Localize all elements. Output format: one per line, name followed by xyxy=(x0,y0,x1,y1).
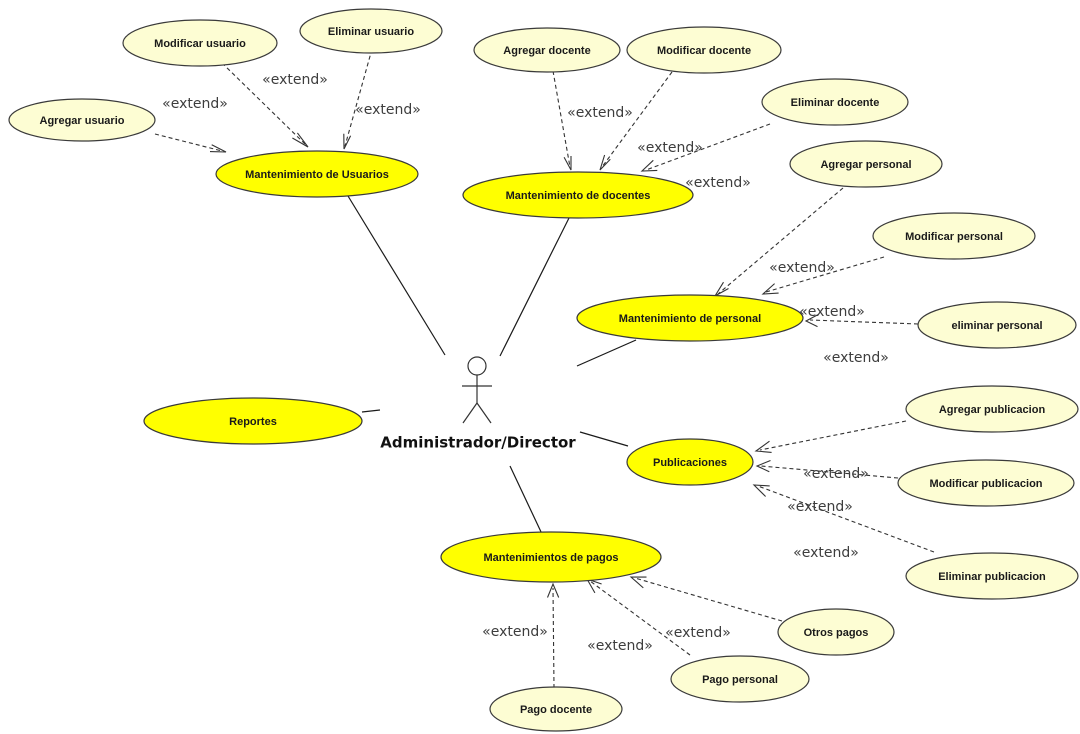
use-case-reportes[interactable]: Reportes xyxy=(143,397,363,445)
use-case-mantenimiento-personal[interactable]: Mantenimiento de personal xyxy=(576,294,804,342)
dependency-agregar-docente xyxy=(552,70,572,171)
use-case-eliminar-publicacion[interactable]: Eliminar publicacion xyxy=(905,552,1079,600)
use-case-label: Mantenimiento de Usuarios xyxy=(245,169,389,181)
use-case-label: Eliminar docente xyxy=(791,97,880,109)
use-case-label: Eliminar usuario xyxy=(328,26,414,38)
use-case-agregar-personal[interactable]: Agregar personal xyxy=(789,140,943,188)
use-case-label: Mantenimiento de personal xyxy=(619,313,761,325)
actor-stick-figure-icon[interactable] xyxy=(462,356,492,424)
use-case-mantenimiento-docentes[interactable]: Mantenimiento de docentes xyxy=(462,171,694,219)
use-case-modificar-docente[interactable]: Modificar docente xyxy=(626,26,782,74)
extend-label: «extend» xyxy=(637,140,703,156)
dependency-otros-pagos xyxy=(629,576,783,622)
use-case-modificar-personal[interactable]: Modificar personal xyxy=(872,212,1036,260)
use-case-label: Pago docente xyxy=(520,704,592,716)
use-case-agregar-docente[interactable]: Agregar docente xyxy=(473,27,621,73)
extend-label: «extend» xyxy=(482,624,548,640)
extend-label: «extend» xyxy=(769,260,835,276)
extend-label: «extend» xyxy=(567,105,633,121)
use-case-label: Modificar publicacion xyxy=(929,478,1042,490)
use-case-label: Agregar publicacion xyxy=(939,404,1046,416)
use-case-label: Eliminar publicacion xyxy=(938,571,1046,583)
use-case-label: Mantenimiento de docentes xyxy=(506,190,651,202)
extend-label: «extend» xyxy=(799,304,865,320)
use-case-eliminar-docente[interactable]: Eliminar docente xyxy=(761,78,909,126)
extend-label: «extend» xyxy=(787,499,853,515)
association-publicaciones xyxy=(579,431,629,447)
extend-label: «extend» xyxy=(587,638,653,654)
use-case-label: Mantenimientos de pagos xyxy=(483,552,618,564)
extend-label: «extend» xyxy=(803,466,869,482)
extend-label: «extend» xyxy=(355,102,421,118)
use-case-publicaciones[interactable]: Publicaciones xyxy=(626,438,754,486)
use-case-mantenimiento-usuarios[interactable]: Mantenimiento de Usuarios xyxy=(215,150,419,198)
use-case-pago-personal[interactable]: Pago personal xyxy=(670,655,810,703)
dependency-eliminar-personal xyxy=(804,314,919,328)
association-usuarios xyxy=(347,195,446,356)
actor-label: Administrador/Director xyxy=(380,434,576,452)
use-case-eliminar-usuario[interactable]: Eliminar usuario xyxy=(299,8,443,54)
use-case-label: Reportes xyxy=(229,416,277,428)
dependency-pago-docente xyxy=(546,582,560,689)
use-case-modificar-publicacion[interactable]: Modificar publicacion xyxy=(897,459,1075,507)
use-case-otros-pagos[interactable]: Otros pagos xyxy=(777,608,895,656)
use-case-label: Modificar docente xyxy=(657,45,751,57)
use-case-label: Publicaciones xyxy=(653,457,727,469)
use-case-eliminar-personal[interactable]: eliminar personal xyxy=(917,301,1077,349)
association-reportes xyxy=(361,409,381,413)
extend-label: «extend» xyxy=(685,175,751,191)
use-case-pago-docente[interactable]: Pago docente xyxy=(489,686,623,732)
dependency-modificar-personal xyxy=(761,256,885,295)
dependency-agregar-personal xyxy=(713,187,844,298)
dependency-modificar-publicacion xyxy=(755,459,899,479)
dependency-agregar-publicacion xyxy=(754,420,907,453)
use-case-label: Agregar personal xyxy=(820,159,911,171)
use-case-label: Modificar usuario xyxy=(154,38,246,50)
association-pagos xyxy=(509,465,543,535)
association-personal xyxy=(576,339,637,367)
use-case-label: Modificar personal xyxy=(905,231,1003,243)
use-case-label: Otros pagos xyxy=(804,627,869,639)
extend-label: «extend» xyxy=(665,625,731,641)
use-case-mantenimientos-pagos[interactable]: Mantenimientos de pagos xyxy=(440,531,662,583)
use-case-label: eliminar personal xyxy=(951,320,1042,332)
use-case-label: Agregar usuario xyxy=(40,115,125,127)
dependency-modificar-usuario xyxy=(221,62,309,148)
use-case-modificar-usuario[interactable]: Modificar usuario xyxy=(122,19,278,67)
use-case-label: Pago personal xyxy=(702,674,778,686)
use-case-agregar-publicacion[interactable]: Agregar publicacion xyxy=(905,385,1079,433)
dependency-eliminar-publicacion xyxy=(752,484,935,553)
dependency-eliminar-docente xyxy=(640,123,771,172)
extend-label: «extend» xyxy=(162,96,228,112)
extend-label: «extend» xyxy=(262,72,328,88)
dependency-eliminar-usuario xyxy=(343,48,373,150)
dependency-agregar-usuario xyxy=(154,133,227,153)
use-case-label: Agregar docente xyxy=(503,45,590,57)
use-case-agregar-usuario[interactable]: Agregar usuario xyxy=(8,98,156,142)
dependency-modificar-docente xyxy=(599,71,673,171)
extend-label: «extend» xyxy=(793,545,859,561)
extend-label: «extend» xyxy=(823,350,889,366)
association-docentes xyxy=(499,215,571,357)
